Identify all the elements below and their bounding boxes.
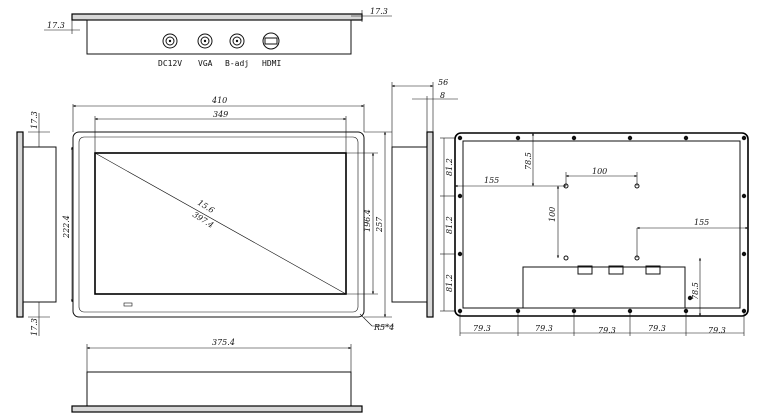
side-depth-label: 56 xyxy=(438,78,448,87)
front-bezel-outer xyxy=(72,131,365,318)
rear-view: 100 100 155 155 78.5 78.5 81.2 81.2 81.2 xyxy=(440,132,749,336)
left-side-bottom-dim-label: 17.3 xyxy=(30,318,39,336)
front-screen xyxy=(94,152,347,295)
round-connector-icon xyxy=(229,33,245,49)
front-view: 15.6 397.4 410 349 196.4 257 R5*4 xyxy=(72,96,394,332)
right-side-view: 56 8 xyxy=(391,78,458,318)
left-side-bezel xyxy=(16,131,24,318)
connector-label-b-adj: B-adj xyxy=(225,59,249,68)
top-dim-left-label: 17.3 xyxy=(47,21,65,30)
vesa-horizontal-label: 100 xyxy=(592,167,607,176)
rear-left-spacing-1: 81.2 xyxy=(445,158,454,176)
front-width-outer-label: 410 xyxy=(211,96,227,105)
connector-label-hdmi: HDMI xyxy=(262,59,281,68)
right-side-bezel xyxy=(426,131,434,318)
rear-left-spacing-2: 81.2 xyxy=(445,216,454,234)
connector-vga: VGA xyxy=(197,33,213,68)
rear-bottom-offset-label: 78.5 xyxy=(691,282,700,300)
bottom-width-label: 375.4 xyxy=(212,338,235,347)
rear-io-port-2 xyxy=(608,265,624,275)
connector-label-vga: VGA xyxy=(198,59,213,68)
rear-io-panel xyxy=(522,266,686,309)
rear-bottom-spacing-5: 79.3 xyxy=(708,326,726,335)
rear-io-port-1 xyxy=(577,265,593,275)
connector-b-adj: B-adj xyxy=(225,33,249,68)
top-view: 17.3 17.3 DC12V VGA B-adj HDMI xyxy=(44,7,392,68)
rear-left-spacing-3: 81.2 xyxy=(445,274,454,292)
left-side-view: 17.3 222.4 17.3 xyxy=(16,111,74,336)
front-height-inner-label: 196.4 xyxy=(363,209,372,232)
right-side-body xyxy=(391,146,428,303)
front-width-inner-label: 349 xyxy=(213,110,228,119)
front-height-outer-label: 257 xyxy=(375,216,384,233)
connector-dc12v: DC12V xyxy=(158,33,182,68)
front-diagonal xyxy=(94,152,347,295)
rear-bottom-spacing-1: 79.3 xyxy=(473,324,491,333)
front-logo-mark xyxy=(123,302,133,307)
rear-right-offset-label: 155 xyxy=(694,218,709,227)
bottom-view: 375.4 xyxy=(71,338,363,413)
top-view-bezel-edge xyxy=(71,13,363,21)
vesa-vertical-label: 100 xyxy=(548,207,557,222)
rear-top-offset-label: 78.5 xyxy=(524,152,533,170)
round-connector-icon xyxy=(162,33,178,49)
top-dim-right-label: 17.3 xyxy=(370,7,388,16)
rear-outer xyxy=(454,132,749,317)
hdmi-port-icon xyxy=(262,32,280,50)
front-bezel-inner xyxy=(78,136,359,313)
top-view-body xyxy=(86,19,352,55)
left-side-top-dim-label: 17.3 xyxy=(30,111,39,129)
rear-io-port-3 xyxy=(645,265,661,275)
side-flange-label: 8 xyxy=(440,91,445,100)
rear-bottom-spacing-3: 79.3 xyxy=(598,326,616,335)
front-corner-radius-label: R5*4 xyxy=(373,323,394,332)
rear-screw-holes xyxy=(457,135,747,314)
round-connector-icon xyxy=(197,33,213,49)
vesa-hole xyxy=(563,255,569,261)
rear-bottom-spacing-4: 79.3 xyxy=(648,324,666,333)
left-side-body xyxy=(22,146,57,303)
rear-bottom-spacing-2: 79.3 xyxy=(535,324,553,333)
connector-label-dc12v: DC12V xyxy=(158,59,182,68)
bottom-view-bezel-edge xyxy=(71,405,363,413)
connector-hdmi: HDMI xyxy=(262,32,281,68)
rear-left-offset-label: 155 xyxy=(484,176,499,185)
left-side-height-label: 222.4 xyxy=(62,215,71,239)
bottom-view-body xyxy=(86,371,352,407)
